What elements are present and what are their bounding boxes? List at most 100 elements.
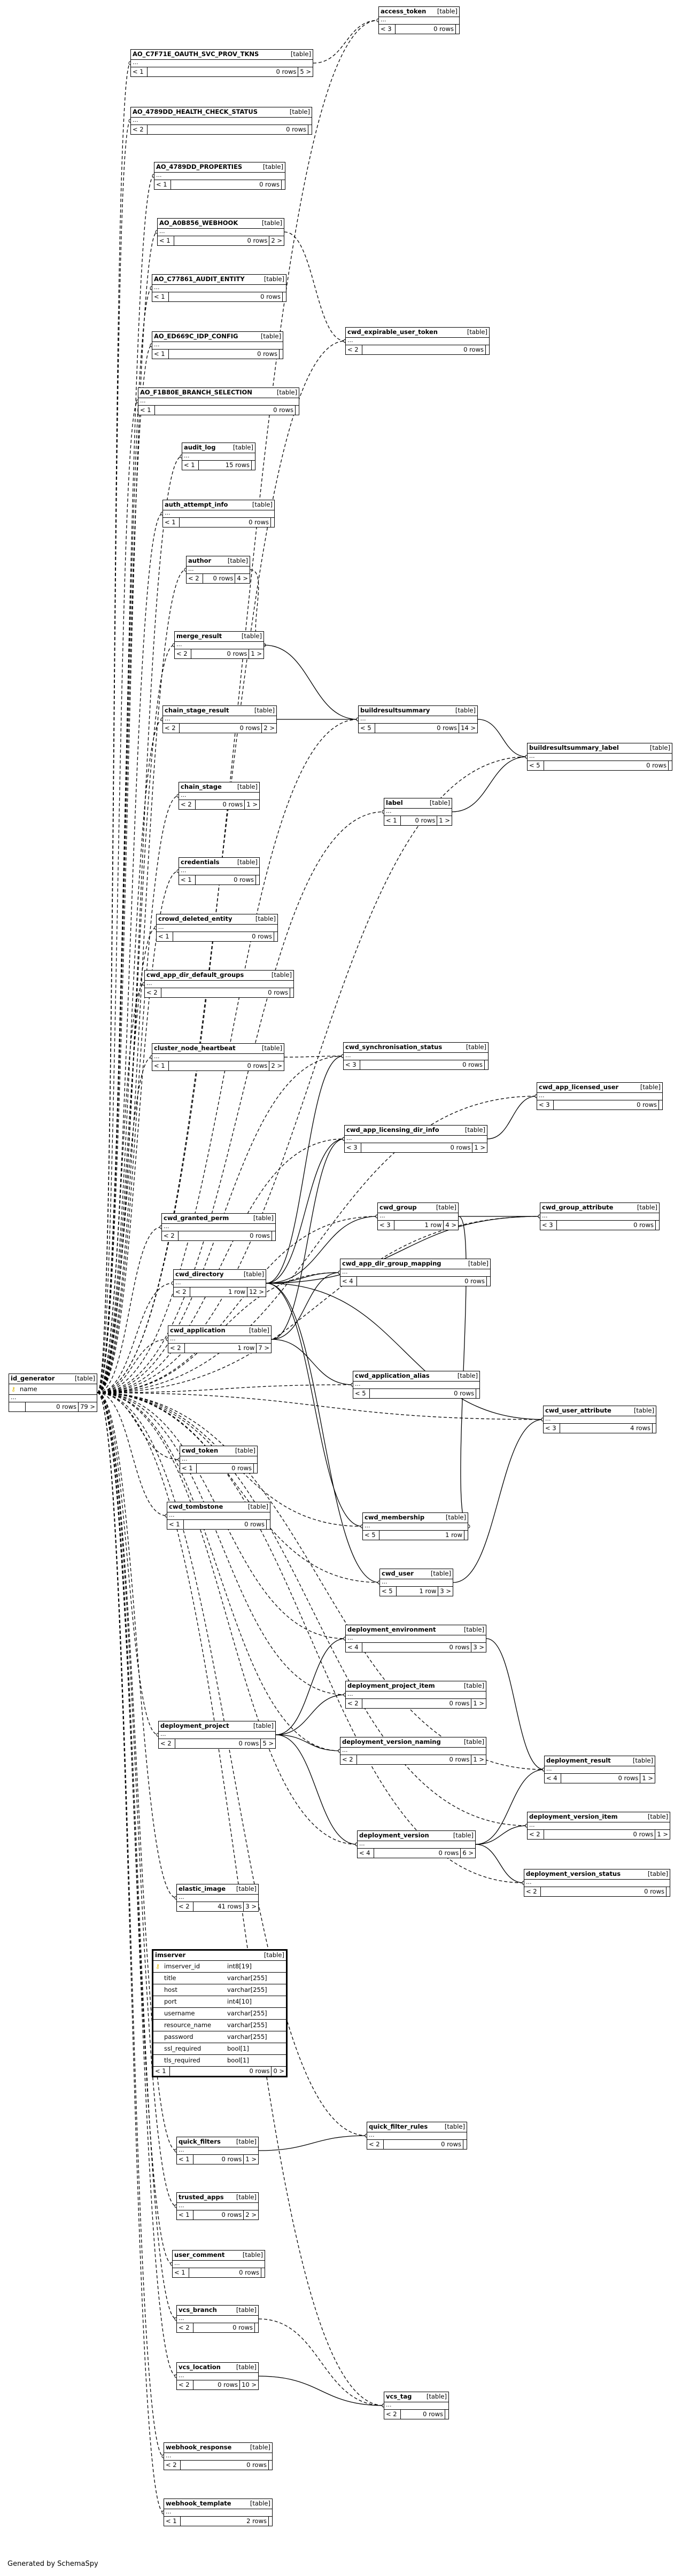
parent-count[interactable]: < 2 bbox=[177, 2323, 193, 2332]
parent-count[interactable]: < 2 bbox=[340, 1755, 357, 1764]
parent-count[interactable]: < 2 bbox=[162, 1231, 179, 1240]
child-count[interactable]: 1 > bbox=[474, 1144, 485, 1151]
child-count[interactable]: 2 > bbox=[271, 237, 282, 244]
parent-count[interactable]: < 3 bbox=[344, 1060, 360, 1069]
child-count[interactable] bbox=[254, 1464, 257, 1473]
parent-count[interactable]: < 2 bbox=[524, 1887, 541, 1896]
parent-count[interactable]: < 1 bbox=[177, 2155, 193, 2164]
parent-count[interactable]: < 2 bbox=[346, 1699, 362, 1708]
child-count[interactable]: 1 > bbox=[245, 2155, 257, 2163]
parent-count[interactable]: < 2 bbox=[177, 2380, 193, 2389]
parent-count[interactable]: < 2 bbox=[168, 1344, 185, 1353]
parent-count[interactable]: < 1 bbox=[167, 1520, 184, 1529]
parent-count[interactable]: < 1 bbox=[173, 2268, 189, 2277]
parent-count[interactable]: < 2 bbox=[384, 2410, 401, 2419]
parent-count[interactable]: < 1 bbox=[153, 2067, 170, 2076]
parent-count[interactable]: < 2 bbox=[177, 1902, 193, 1911]
child-count[interactable]: 5 > bbox=[300, 68, 311, 75]
parent-count[interactable]: < 1 bbox=[180, 1464, 197, 1473]
parent-count[interactable]: < 2 bbox=[145, 988, 161, 997]
child-count[interactable]: 1 > bbox=[473, 1700, 484, 1707]
parent-count[interactable]: < 2 bbox=[174, 1287, 190, 1297]
parent-count[interactable]: < 4 bbox=[340, 1277, 357, 1286]
child-count[interactable] bbox=[487, 1277, 490, 1286]
parent-count[interactable]: < 3 bbox=[544, 1424, 560, 1433]
child-count[interactable] bbox=[659, 1100, 662, 1109]
parent-count[interactable]: < 1 bbox=[138, 406, 155, 415]
child-count[interactable]: 3 > bbox=[440, 1587, 451, 1595]
parent-count[interactable]: < 3 bbox=[345, 1143, 361, 1152]
child-count[interactable]: 14 > bbox=[461, 724, 476, 732]
parent-count[interactable]: < 2 bbox=[528, 1830, 544, 1839]
parent-count[interactable]: < 3 bbox=[378, 1221, 394, 1230]
parent-count[interactable]: < 1 bbox=[131, 67, 148, 76]
child-count[interactable]: 79 > bbox=[80, 1403, 95, 1410]
parent-count[interactable]: < 2 bbox=[175, 649, 191, 658]
parent-count[interactable]: < 1 bbox=[152, 1061, 169, 1070]
parent-count[interactable] bbox=[9, 1402, 26, 1411]
child-count[interactable] bbox=[464, 1531, 468, 1540]
parent-count[interactable]: < 2 bbox=[131, 125, 148, 134]
child-count[interactable]: 2 > bbox=[264, 724, 275, 732]
table-ao-c7f71e[interactable]: AO_C7F71E_OAUTH_SVC_PROV_TKNS[table]...<… bbox=[130, 49, 313, 77]
child-count[interactable]: 1 > bbox=[657, 1830, 668, 1838]
child-count[interactable] bbox=[283, 292, 286, 301]
parent-count[interactable]: < 2 bbox=[187, 574, 203, 583]
child-count[interactable] bbox=[261, 2268, 265, 2277]
child-count[interactable] bbox=[463, 2140, 467, 2149]
child-count[interactable]: 12 > bbox=[249, 1288, 264, 1295]
parent-count[interactable]: < 1 bbox=[152, 292, 169, 301]
parent-count[interactable]: < 1 bbox=[154, 180, 171, 189]
child-count[interactable] bbox=[476, 1389, 479, 1398]
child-count[interactable]: 6 > bbox=[462, 1849, 474, 1857]
child-count[interactable] bbox=[666, 1887, 670, 1896]
child-count[interactable]: 3 > bbox=[245, 1903, 257, 1910]
child-count[interactable]: 0 > bbox=[273, 2067, 284, 2075]
parent-count[interactable]: < 5 bbox=[380, 1587, 397, 1596]
parent-count[interactable]: < 3 bbox=[379, 25, 396, 34]
child-count[interactable]: 4 > bbox=[445, 1221, 456, 1229]
parent-count[interactable]: < 4 bbox=[545, 1774, 561, 1783]
child-count[interactable] bbox=[290, 988, 293, 997]
child-count[interactable] bbox=[271, 518, 274, 527]
parent-count[interactable]: < 1 bbox=[177, 2210, 193, 2220]
parent-count[interactable]: < 5 bbox=[528, 761, 544, 770]
child-count[interactable] bbox=[282, 180, 285, 189]
child-count[interactable]: 7 > bbox=[258, 1344, 269, 1352]
child-count[interactable] bbox=[656, 1221, 659, 1230]
child-count[interactable]: 4 > bbox=[237, 575, 248, 582]
child-count[interactable]: 5 > bbox=[262, 1740, 274, 1747]
parent-count[interactable]: < 3 bbox=[537, 1100, 554, 1109]
